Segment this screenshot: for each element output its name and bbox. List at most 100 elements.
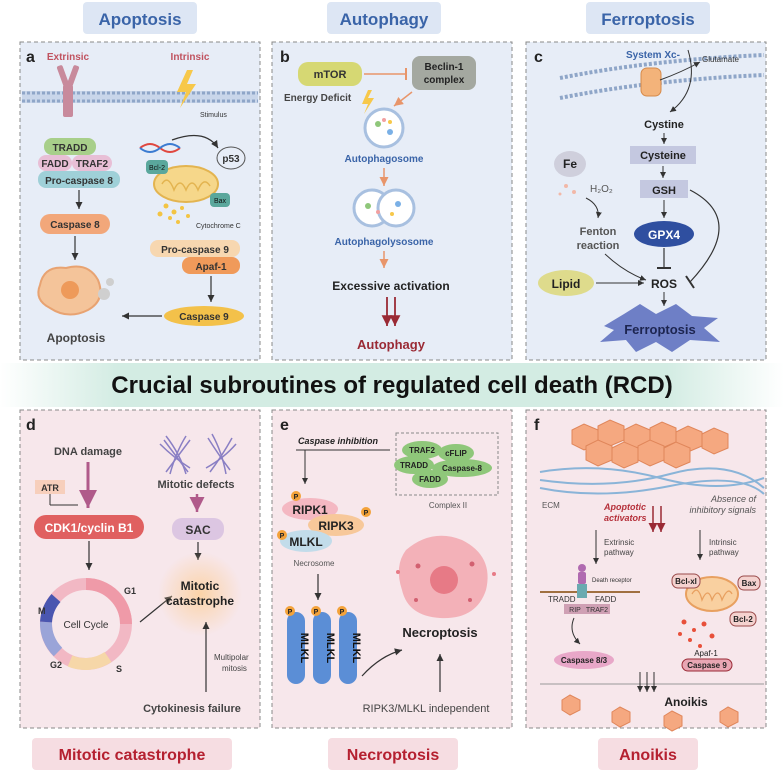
mitochondrion-icon (153, 165, 219, 203)
absence-label-1: Absence of (710, 494, 758, 504)
traf2-node (402, 441, 442, 459)
extrinsic-pathway-label-1: Extrinsic (604, 538, 634, 547)
heading-apoptosis-text: Apoptosis (98, 10, 181, 29)
mlkl-node (280, 530, 332, 552)
mtor-node (298, 62, 362, 86)
caspase9-text: Caspase 9 (179, 312, 229, 323)
fadd-text: FADD (41, 159, 68, 170)
extrinsic-pathway-label-2: pathway (604, 548, 634, 557)
procaspase9-node (150, 240, 240, 257)
heading-mitotic-catastrophe: Mitotic catastrophe (32, 738, 232, 770)
atr-text: ATR (41, 483, 59, 493)
tradd-text: TRADD (400, 461, 428, 470)
cflip-node (438, 444, 474, 462)
cdk1-node (34, 515, 144, 539)
p-marker: P (294, 494, 299, 501)
fenton-label: Fenton (580, 226, 617, 238)
m-label: M (38, 606, 46, 616)
title-banner: Crucial subroutines of regulated cell de… (0, 363, 784, 407)
apaf1-node (182, 257, 240, 274)
g1-label: G1 (124, 586, 136, 596)
multipolar-label-2: mitosis (222, 664, 247, 673)
caspase9-node (164, 306, 244, 326)
mitotic-catastrophe-label-2: catastrophe (166, 594, 234, 608)
fadd-label: FADD (595, 595, 617, 604)
fadd-node (412, 470, 448, 488)
excessive-activation-label: Excessive activation (332, 279, 449, 293)
autophagosome-icon (363, 107, 405, 149)
panel-c-content: c System Xc- Glutamate Cystine Cysteine … (534, 49, 765, 352)
procaspase9-text: Pro-caspase 9 (161, 245, 229, 256)
p-marker: P (340, 609, 345, 616)
ecm-label: ECM (542, 501, 560, 510)
glutamate-label: Glutamate (702, 55, 739, 64)
heading-mitotic-catastrophe-text: Mitotic catastrophe (59, 747, 206, 764)
sac-node (172, 518, 224, 540)
panel-b-letter: b (280, 49, 290, 66)
heading-anoikis: Anoikis (598, 738, 698, 770)
autophagolysosome-label: Autophagolysosome (335, 237, 434, 248)
tradd-text: TRADD (53, 143, 88, 154)
cell-cycle-label: Cell Cycle (63, 620, 108, 631)
fenton-reaction-label: reaction (577, 240, 620, 252)
cell-layer (571, 419, 729, 469)
panel-b-content: b mTOR Beclin-1 complex Energy Deficit A… (280, 49, 476, 352)
gsh-node (640, 180, 688, 198)
caspase-inhibition-label: Caspase inhibition (298, 436, 379, 446)
gpx4-node (634, 221, 694, 247)
ros-text: ROS (651, 277, 677, 291)
panel-c-letter: c (534, 49, 543, 66)
ripk3-text: RIPK3 (318, 519, 354, 533)
panel-e-content: e Caspase inhibition TRAF2 cFLIP TRADD C… (277, 417, 499, 715)
bax-text: Bax (742, 579, 757, 588)
beclin1-text: Beclin-1 (425, 62, 464, 73)
tradd-label: TRADD (548, 595, 576, 604)
procaspase8-node (38, 171, 120, 188)
ferroptosis-outcome-text: Ferroptosis (624, 322, 696, 337)
bcl2-text: Bcl-2 (733, 615, 753, 624)
p-marker: P (364, 510, 369, 517)
traf2-node (72, 155, 112, 171)
autophagy-outcome-text: Autophagy (357, 337, 426, 352)
gsh-text: GSH (652, 185, 676, 197)
autophagosome-label: Autophagosome (345, 154, 424, 165)
necrosome-label: Necrosome (294, 559, 335, 568)
cdk1-text: CDK1/cyclin B1 (45, 521, 134, 535)
gpx4-text: GPX4 (648, 228, 680, 242)
ripk1-text: RIPK1 (292, 503, 328, 517)
heading-ferroptosis: Ferroptosis (586, 2, 710, 34)
bclxl-node (671, 573, 701, 589)
fadd-text: FADD (419, 475, 441, 484)
traf2-text: TRAF2 (409, 446, 435, 455)
cytokinesis-failure-label: Cytokinesis failure (143, 703, 241, 715)
heading-ferroptosis-text: Ferroptosis (601, 10, 695, 29)
s-label: S (116, 664, 122, 674)
g2-label: G2 (50, 660, 62, 670)
caspase8-text: Caspase 8 (50, 220, 100, 231)
system-xc-label: System Xc- (626, 50, 680, 61)
p53-text: p53 (222, 154, 240, 165)
bcl2-node (729, 611, 757, 627)
panel-e-letter: e (280, 417, 289, 434)
lipid-node (538, 270, 594, 296)
p-marker: P (314, 609, 319, 616)
cytochrome-c-label: Cytochrome C (196, 223, 241, 230)
tradd-node (394, 456, 434, 474)
dna-icon (139, 143, 181, 153)
energy-deficit-label: Energy Deficit (284, 93, 352, 104)
rip-traf2-node (564, 604, 610, 614)
intrinsic-label: Intrinsic (171, 52, 210, 63)
ferroptosis-burst (600, 304, 720, 352)
h2o2-dots (558, 184, 576, 196)
lightning-icon (362, 90, 374, 114)
panel-a-letter: a (26, 49, 35, 66)
autophagolysosome-icon (352, 188, 416, 228)
sac-text: SAC (185, 523, 211, 537)
mitotic-defects-label: Mitotic defects (157, 479, 234, 491)
tradd-node (44, 138, 96, 155)
system-xc-transporter (640, 67, 662, 97)
intrinsic-pathway-label-2: pathway (709, 548, 739, 557)
ripk3-node (308, 514, 364, 536)
heading-apoptosis: Apoptosis (83, 2, 197, 34)
